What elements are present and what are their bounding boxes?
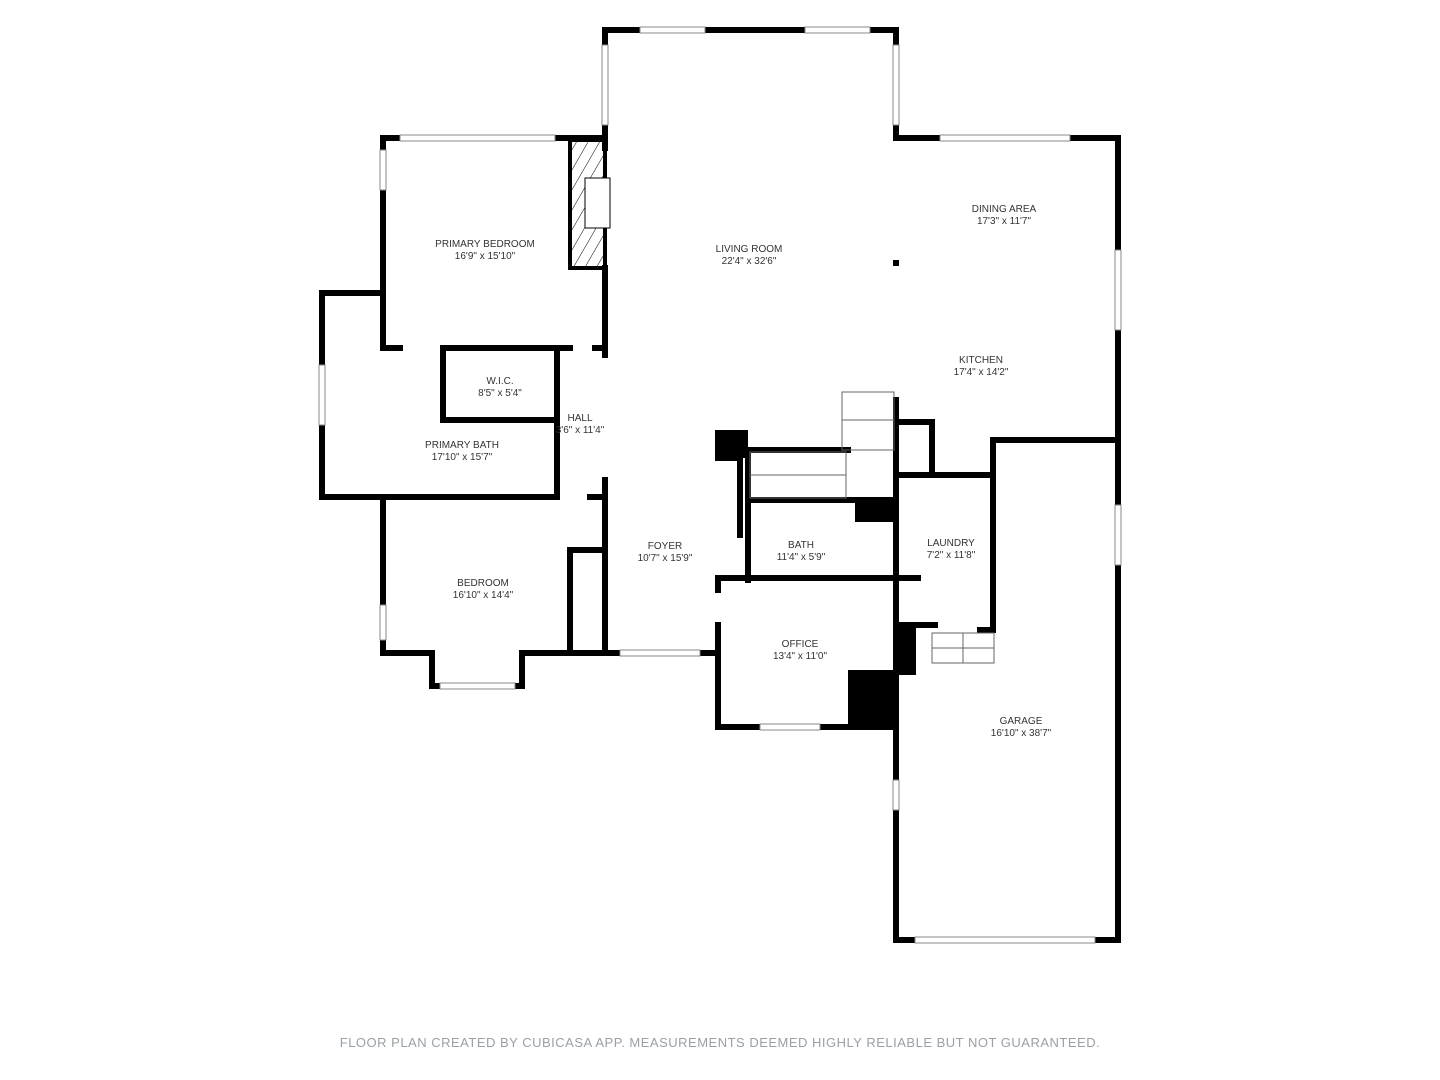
disclaimer-footer: FLOOR PLAN CREATED BY CUBICASA APP. MEAS… [339, 1035, 1101, 1050]
room-label-wic: W.I.C.8'5" x 5'4" [478, 376, 522, 399]
windows [318, 26, 1122, 944]
stairs [749, 391, 995, 664]
